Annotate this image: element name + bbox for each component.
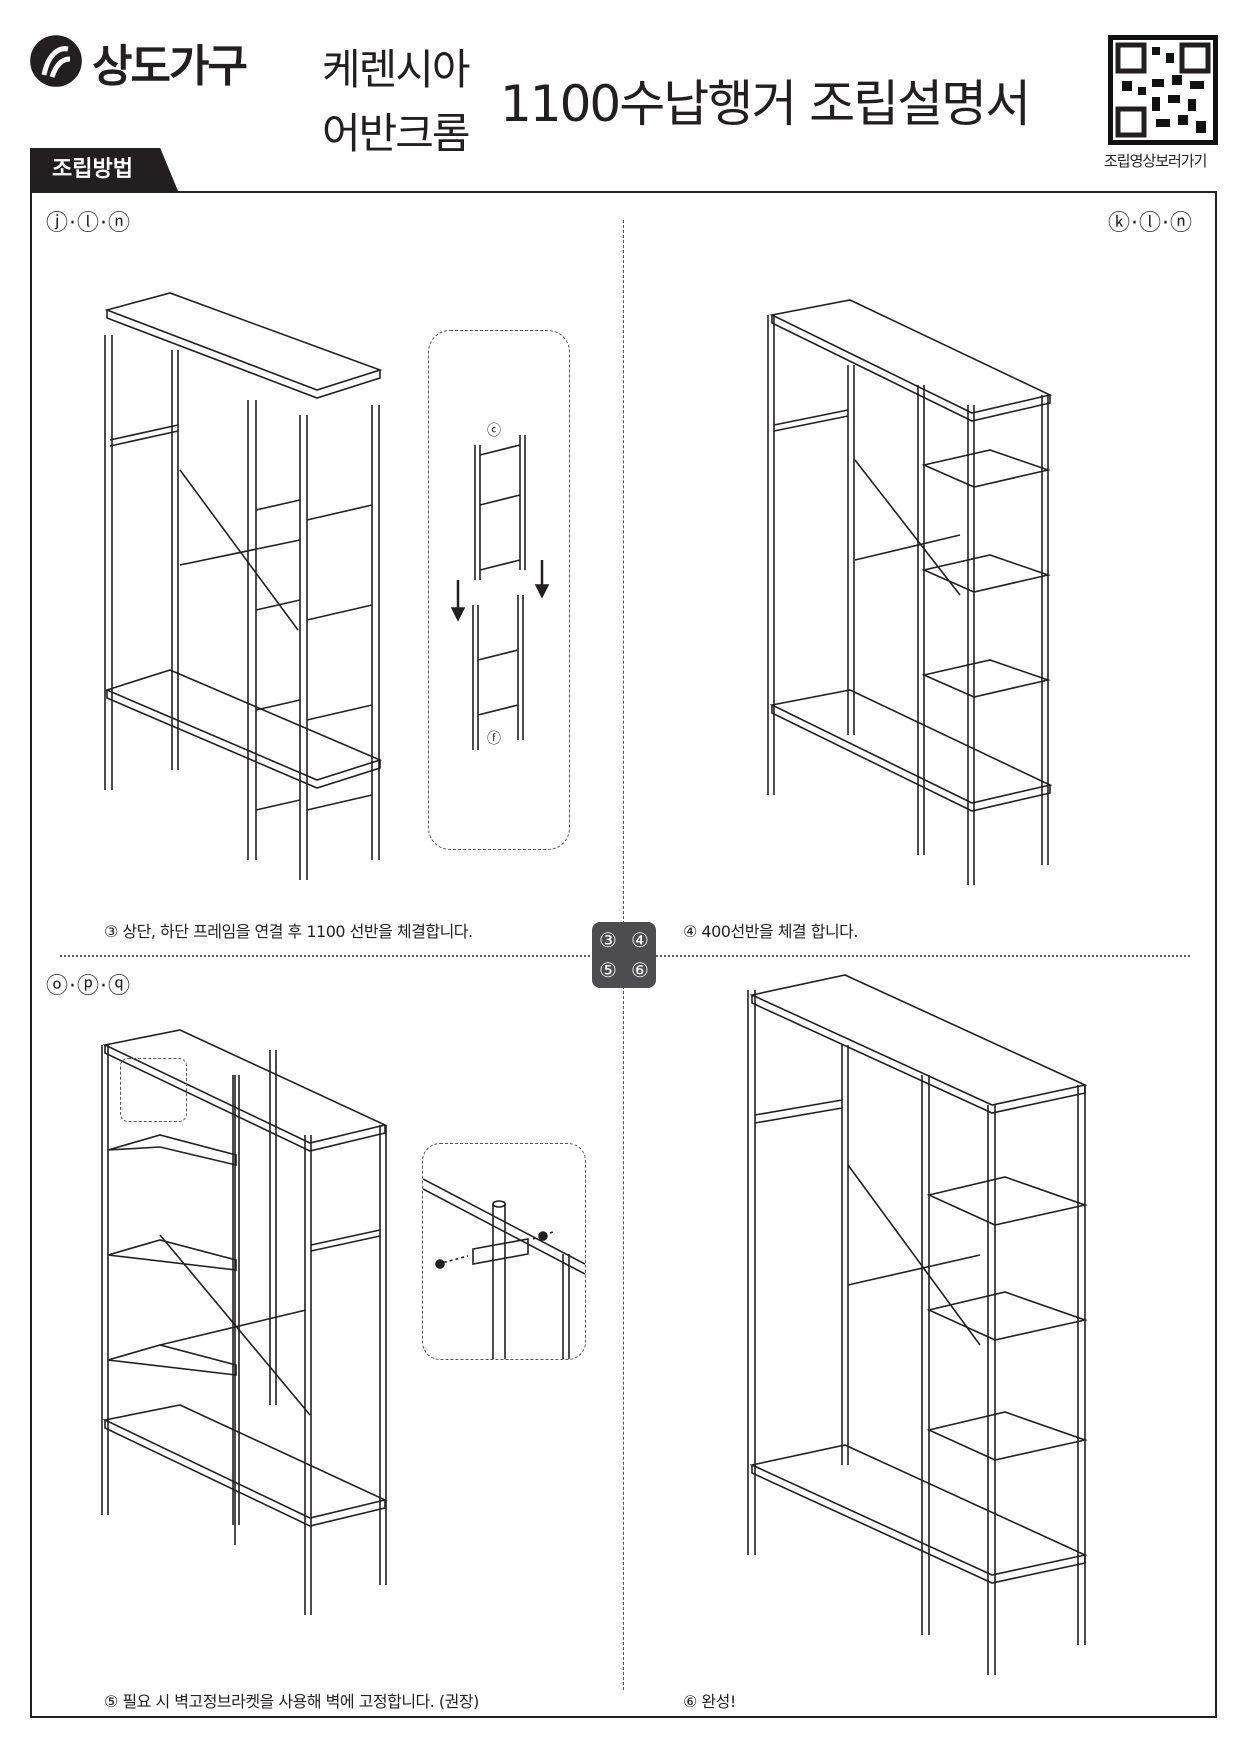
step-nav-4[interactable]: ④ [631,928,649,952]
brand-logo-icon [30,35,82,87]
step4-illustration [767,299,1053,885]
brand-name: 상도가구 [92,41,248,92]
step3-caption: ③ 상단, 하단 프레임을 연결 후 1100 선반을 체결합니다. [104,922,473,941]
step4-caption: ④ 400선반을 체결 합니다. [683,922,859,941]
detail-label-f: ⓕ [487,731,501,747]
step4-parts: ⓚ·ⓛ·ⓝ [1108,211,1193,236]
ladder-detail-illustration [450,435,550,750]
product-line-2: 어반크롬 [322,109,471,158]
bracket-callout-marker [120,1058,187,1122]
step-nav-badge: ③ ④ ⑤ ⑥ [592,922,656,988]
step6-illustration [747,974,1088,1675]
detail-label-c: ⓒ [487,423,501,439]
wall-bracket-detail [422,1143,586,1360]
page-title: 1100수납행거 조립설명서 [500,75,1031,133]
qr-code[interactable] [1108,35,1218,145]
step5-parts: ⓞ·ⓟ·ⓠ [46,974,131,999]
step5-caption: ⑤ 필요 시 벽고정브라켓을 사용해 벽에 고정합니다. (권장) [104,1692,479,1711]
section-tab: 조립방법 [30,148,178,191]
step-nav-3[interactable]: ③ [599,928,617,952]
step5-illustration [101,1029,388,1615]
qr-caption: 조립영상보러가기 [1104,152,1207,170]
step3-illustration [104,292,383,880]
step-nav-5[interactable]: ⑤ [599,958,617,982]
instructions-frame [30,191,1217,1718]
step6-caption: ⑥ 완성! [683,1692,736,1711]
product-line-1: 케렌시아 [322,45,471,94]
detail-callout [428,330,570,850]
step-nav-6[interactable]: ⑥ [631,958,649,982]
step3-parts: ⓙ·ⓛ·ⓝ [46,211,131,236]
